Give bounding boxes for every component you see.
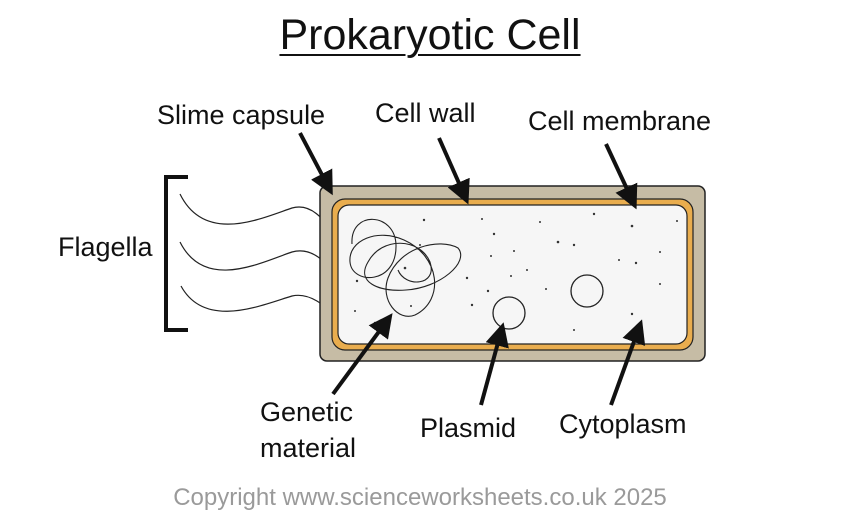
genetic-material — [349, 218, 462, 317]
flagellum — [179, 193, 335, 239]
cell-membrane-arrow — [604, 143, 638, 210]
copyright-notice: Copyright www.scienceworksheets.co.uk 20… — [173, 484, 667, 511]
label-cell-membrane: Cell membrane — [528, 106, 712, 136]
flagellum — [179, 241, 337, 277]
flagella-bracket — [164, 175, 188, 332]
label-cell-wall: Cell wall — [375, 98, 476, 128]
label-plasmid: Plasmid — [420, 413, 517, 443]
label-slime-capsule: Slime capsule — [157, 100, 326, 130]
plasmid — [570, 274, 604, 308]
cell-wall-arrow — [437, 137, 470, 205]
diagram-title: Prokaryotic Cell — [279, 11, 581, 59]
plasmid-arrow — [479, 322, 509, 406]
cytoplasm-arrow — [609, 319, 646, 406]
label-flagella: Flagella — [58, 232, 153, 262]
slime-capsule-arrow — [298, 132, 333, 196]
plasmid — [492, 296, 526, 330]
label-cytoplasm: Cytoplasm — [559, 409, 687, 439]
genetic-material-arrow — [331, 313, 393, 396]
ribosomes — [354, 212, 678, 331]
flagellum — [180, 285, 339, 319]
label-genetic-material: Genetic material — [260, 397, 357, 463]
cytoplasm — [337, 204, 688, 345]
